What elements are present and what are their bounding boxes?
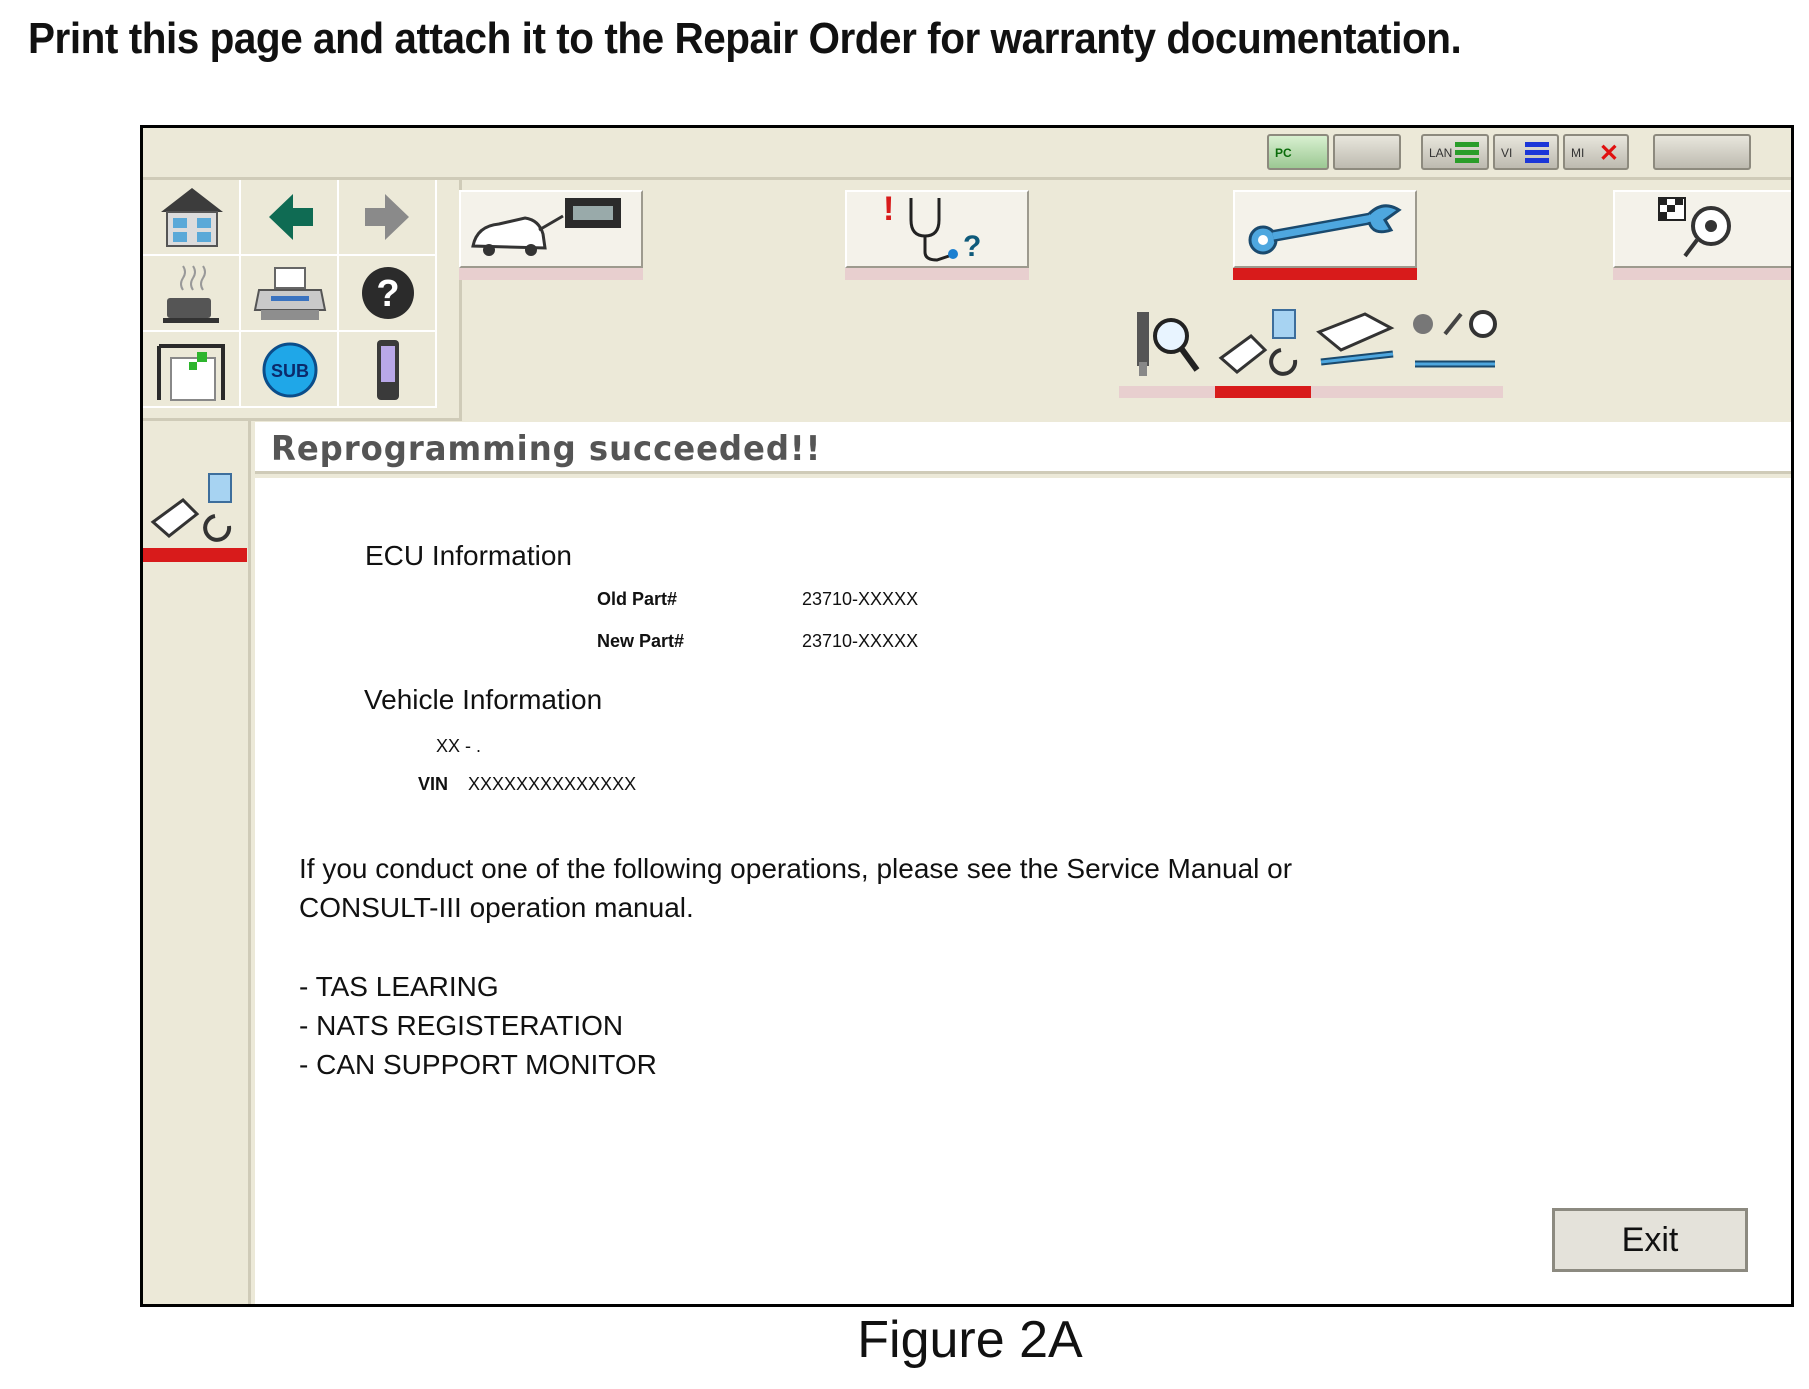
mode-diagnosis-button[interactable]: ! ? (845, 190, 1029, 280)
tools-icon (1316, 312, 1395, 366)
flags-gear-icon (1658, 197, 1731, 258)
disconnected-icon: ✕ (1598, 140, 1619, 167)
stethoscope-icon: ! ? (883, 190, 981, 263)
car-ecu-icon (471, 198, 621, 256)
home-icon (161, 188, 223, 247)
vin-label: VIN (418, 774, 449, 794)
help-button[interactable]: ? (339, 256, 437, 332)
submode-adjustment-button[interactable] (1407, 306, 1503, 398)
vi-device-icon (377, 340, 399, 400)
operation-item: - NATS REGISTERATION (299, 1010, 624, 1041)
vin-value: XXXXXXXXXXXXXX (468, 774, 637, 794)
message-line-1: If you conduct one of the following oper… (299, 853, 1293, 884)
current-function-indicator (143, 548, 247, 562)
old-part-label: Old Part# (597, 589, 678, 609)
mode-repair-button[interactable] (1233, 190, 1417, 280)
left-column (143, 418, 251, 1304)
help-icon: ? (362, 267, 414, 319)
back-arrow-icon (269, 194, 313, 240)
print-button[interactable] (241, 256, 339, 332)
screen-title: Reprogramming succeeded!! (271, 429, 822, 469)
ecu-info-heading: ECU Information (365, 540, 572, 571)
lan-status-icon: LAN (1421, 134, 1489, 170)
vehicle-info-heading: Vehicle Information (364, 684, 603, 715)
submode-work-support-button[interactable] (1311, 306, 1407, 398)
sub-icon: SUB (262, 342, 318, 398)
mi-status-icon: MI ✕ (1563, 134, 1629, 170)
instruction-text: Print this page and attach it to the Rep… (28, 14, 1462, 63)
blank-status-indicator (1333, 134, 1401, 170)
forward-button[interactable] (339, 180, 437, 256)
old-part-value: 23710-XXXXX (802, 589, 919, 609)
result-panel: ECU Information Old Part# 23710-XXXXX Ne… (255, 478, 1791, 1304)
printer-icon (253, 267, 327, 320)
sleep-icon (163, 265, 219, 323)
forward-arrow-icon (365, 194, 409, 240)
figure-caption: Figure 2A (857, 1311, 1083, 1369)
exit-button[interactable]: Exit (1552, 1208, 1748, 1272)
back-button[interactable] (241, 180, 339, 256)
vi-device-button[interactable] (339, 332, 437, 408)
gears-wrench-icon (1413, 310, 1497, 368)
consult-window: PC LAN VI MI ✕ (140, 125, 1794, 1307)
operation-item: - TAS LEARING (299, 971, 499, 1002)
home-button[interactable] (143, 180, 241, 256)
operation-item: - CAN SUPPORT MONITOR (299, 1049, 657, 1080)
tool-grid: ? SUB (143, 180, 462, 421)
vehicle-model: XX - . (436, 736, 482, 756)
pc-status-icon: PC (1267, 134, 1329, 170)
screen-capture-icon (157, 344, 225, 401)
svg-text:SUB: SUB (271, 361, 309, 381)
reprogram-icon (1218, 309, 1298, 376)
svg-text:!: ! (883, 190, 894, 228)
new-part-value: 23710-XXXXX (802, 631, 919, 651)
reprogram-icon (150, 473, 232, 542)
new-part-label: New Part# (597, 631, 685, 651)
svg-text:?: ? (963, 230, 981, 263)
submode-reprogramming-button[interactable] (1215, 306, 1311, 398)
wrench-icon (1248, 204, 1402, 255)
mode-settings-button[interactable] (1613, 190, 1791, 280)
vi-status-icon: VI (1493, 134, 1559, 170)
sub-button[interactable]: SUB (241, 332, 339, 408)
message-line-2: CONSULT-III operation manual. (299, 892, 694, 923)
screen-capture-button[interactable] (143, 332, 241, 408)
svg-text:?: ? (376, 273, 399, 315)
submode-inspection-button[interactable] (1119, 306, 1215, 398)
blank-status-panel (1653, 134, 1751, 170)
magnifier-plug-icon (1137, 312, 1200, 376)
mode-vehicle-selection-button[interactable] (459, 190, 643, 280)
status-bar: PC LAN VI MI ✕ (143, 128, 1791, 180)
sleep-button[interactable] (143, 256, 241, 332)
screen-title-bar: Reprogramming succeeded!! (255, 422, 1791, 474)
